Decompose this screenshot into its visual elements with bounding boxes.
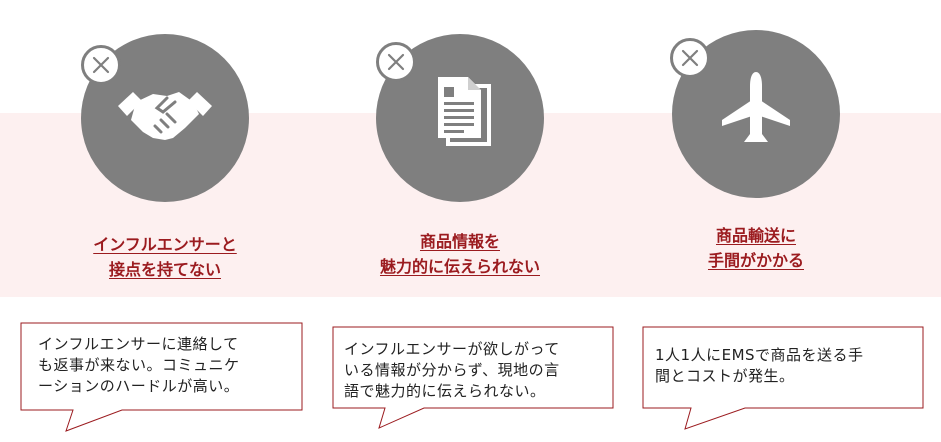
x-mark-icon [81, 45, 121, 85]
handshake-icon [118, 92, 212, 140]
x-mark-icon [670, 38, 710, 78]
problem-description-1: インフルエンサーに連絡して も返事が来ない。コミュニケ ーションのハードルが高い… [38, 335, 240, 395]
problem-title-3: 商品輸送に 手間がかかる [707, 226, 804, 270]
problem-title-2: 商品情報を 魅力的に伝えられない [379, 232, 540, 276]
document-icon [438, 77, 491, 146]
airplane-icon [722, 72, 790, 142]
problem-description-2: インフルエンサーが欲しがって いる情報が分からず、現地の言 語で魅力的に伝えられ… [344, 340, 560, 400]
problem-title-1: インフルエンサーと 接点を持てない [93, 235, 237, 279]
problem-description-3: 1人1人にEMSで商品を送る手 間とコストが発生。 [655, 346, 864, 385]
x-mark-icon [376, 42, 416, 82]
